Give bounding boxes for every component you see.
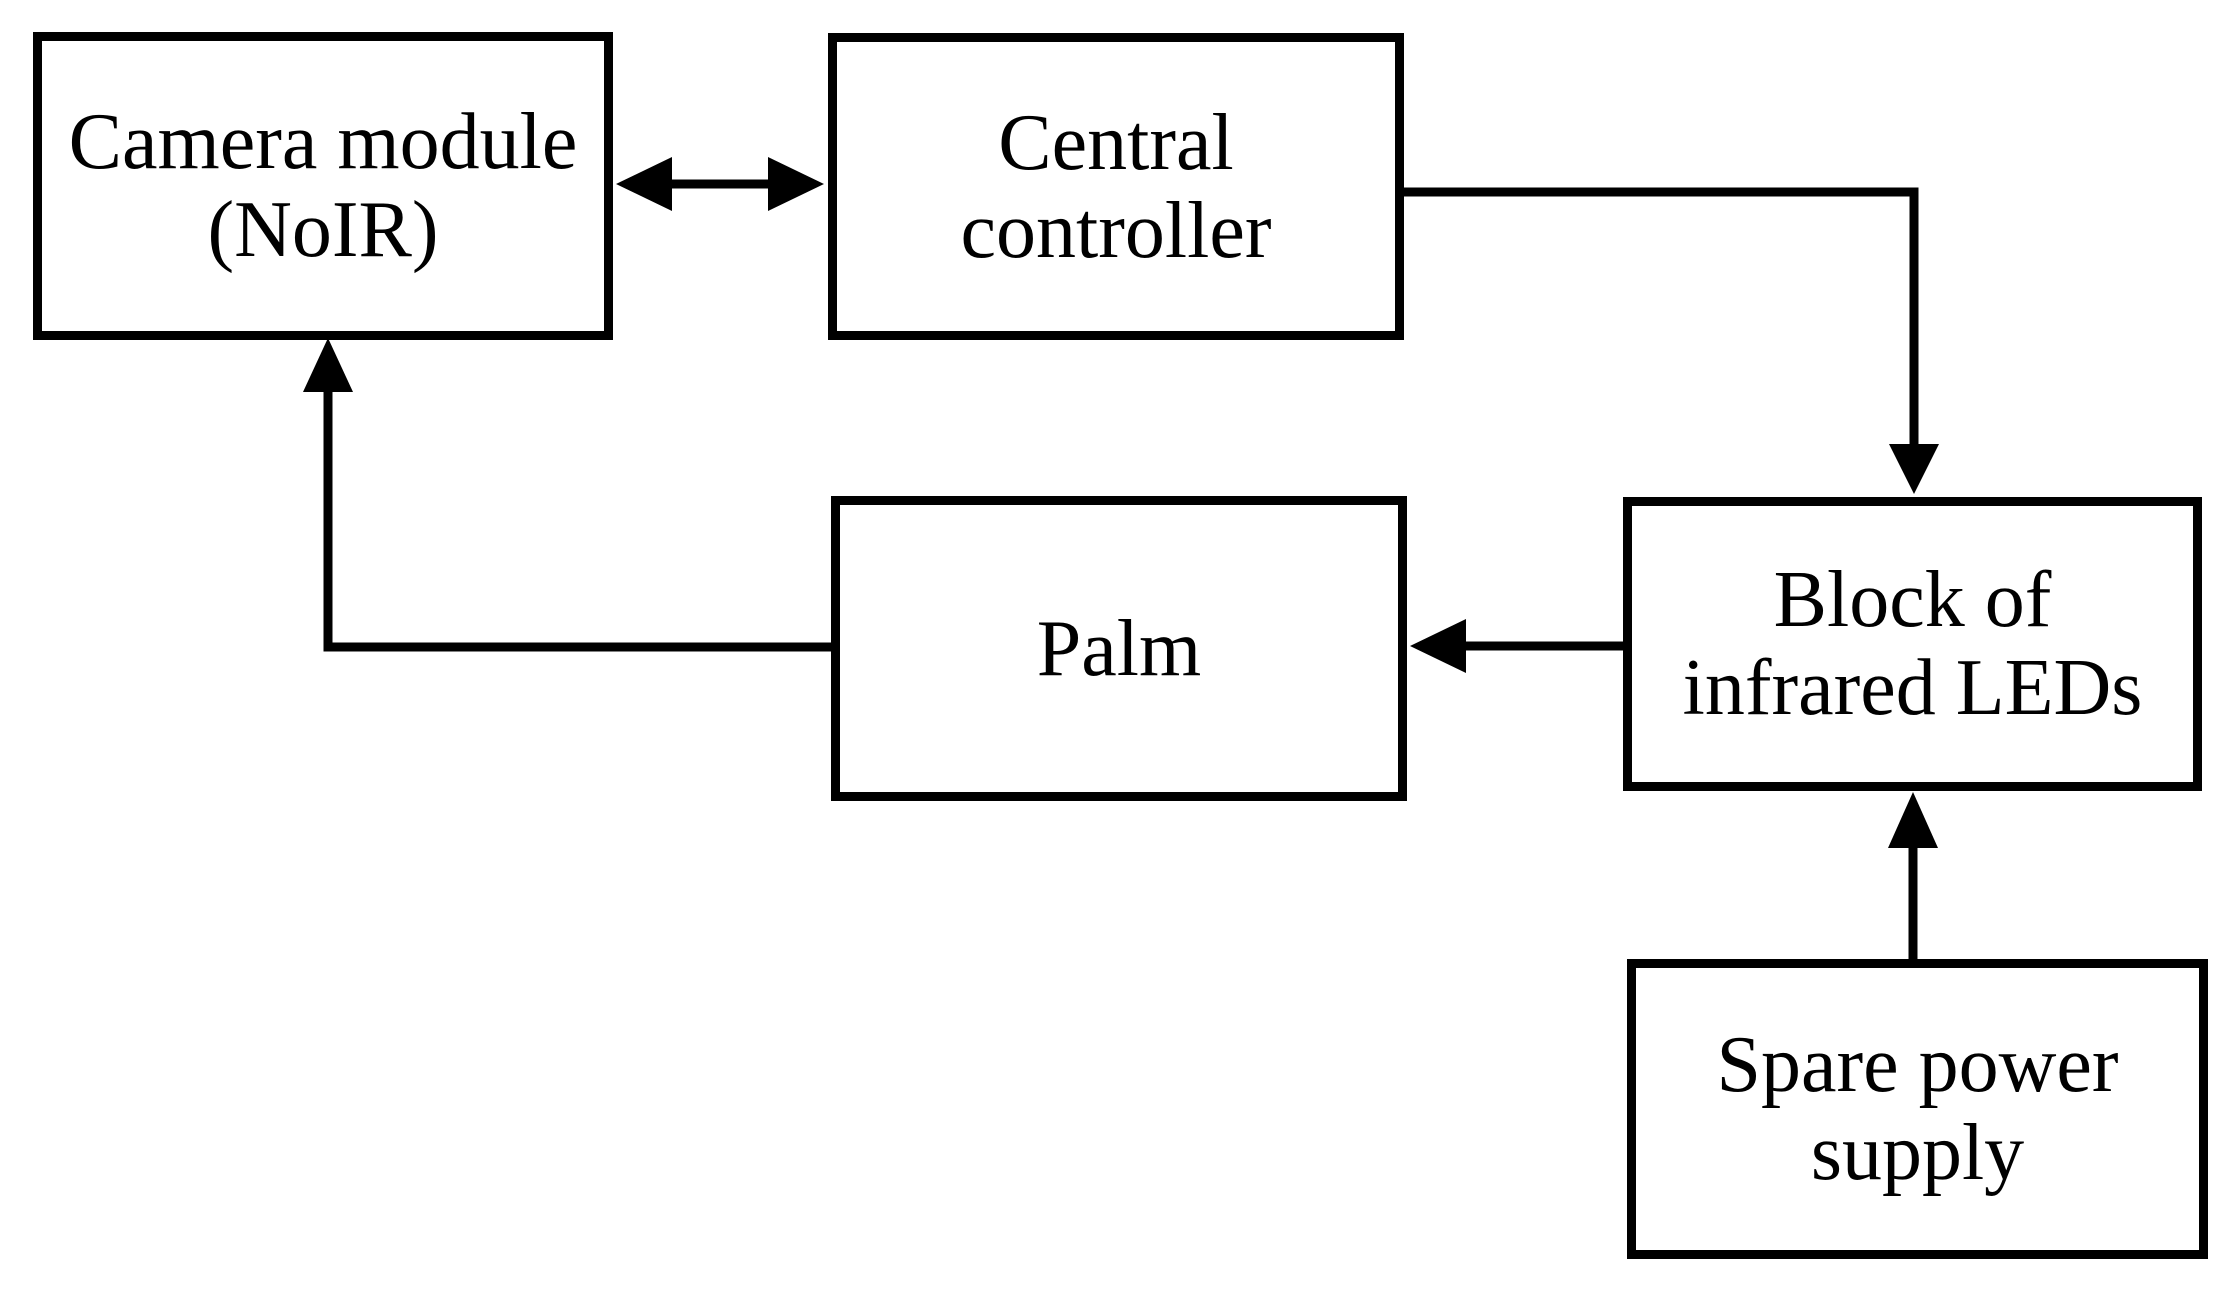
node-palm: Palm [831,496,1407,801]
node-camera-module: Camera module (NoIR) [33,32,613,340]
arrowhead-up-block [1888,792,1938,848]
node-central-label-line2: controller [960,186,1272,275]
node-spare-power-supply: Spare power supply [1627,959,2208,1259]
node-block-label-line1: Block of [1773,556,2052,644]
arrowhead-down-block [1889,444,1939,494]
node-palm-label: Palm [1036,604,1202,693]
node-central-label-line1: Central [998,98,1234,187]
node-spare-label-line1: Spare power [1716,1021,2119,1109]
node-camera-label-line1: Camera module [68,98,578,186]
node-spare-label-line2: supply [1810,1109,2025,1197]
node-camera-label-line2: (NoIR) [207,186,439,274]
arrowhead-left-camera [616,157,672,211]
edge-central-block [1403,187,1919,448]
node-block-label-line2: infrared LEDs [1682,644,2143,732]
arrowhead-left-palm [1410,619,1466,673]
node-central-controller: Central controller [828,33,1404,340]
arrowhead-right-central [768,157,824,211]
arrowhead-up-camera [303,338,353,392]
node-infrared-leds-block: Block of infrared LEDs [1623,497,2202,791]
edge-palm-camera [323,390,831,652]
